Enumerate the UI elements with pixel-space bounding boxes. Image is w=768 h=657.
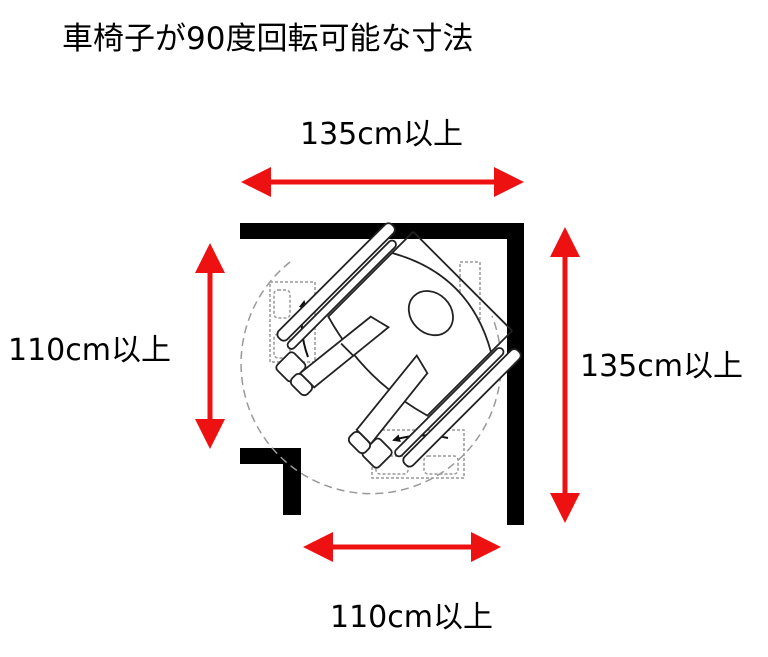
bottom-width-label: 110cm以上 [330,600,493,635]
diagram-title: 車椅子が90度回転可能な寸法 [62,21,474,57]
turning-radius-arc [240,261,502,495]
left-height-label: 110cm以上 [8,333,171,368]
top-width-label: 135cm以上 [300,117,463,152]
wheelchair-drawing [275,222,522,469]
right-height-label: 135cm以上 [580,349,743,384]
wall-corner-bottom-left [240,448,301,515]
